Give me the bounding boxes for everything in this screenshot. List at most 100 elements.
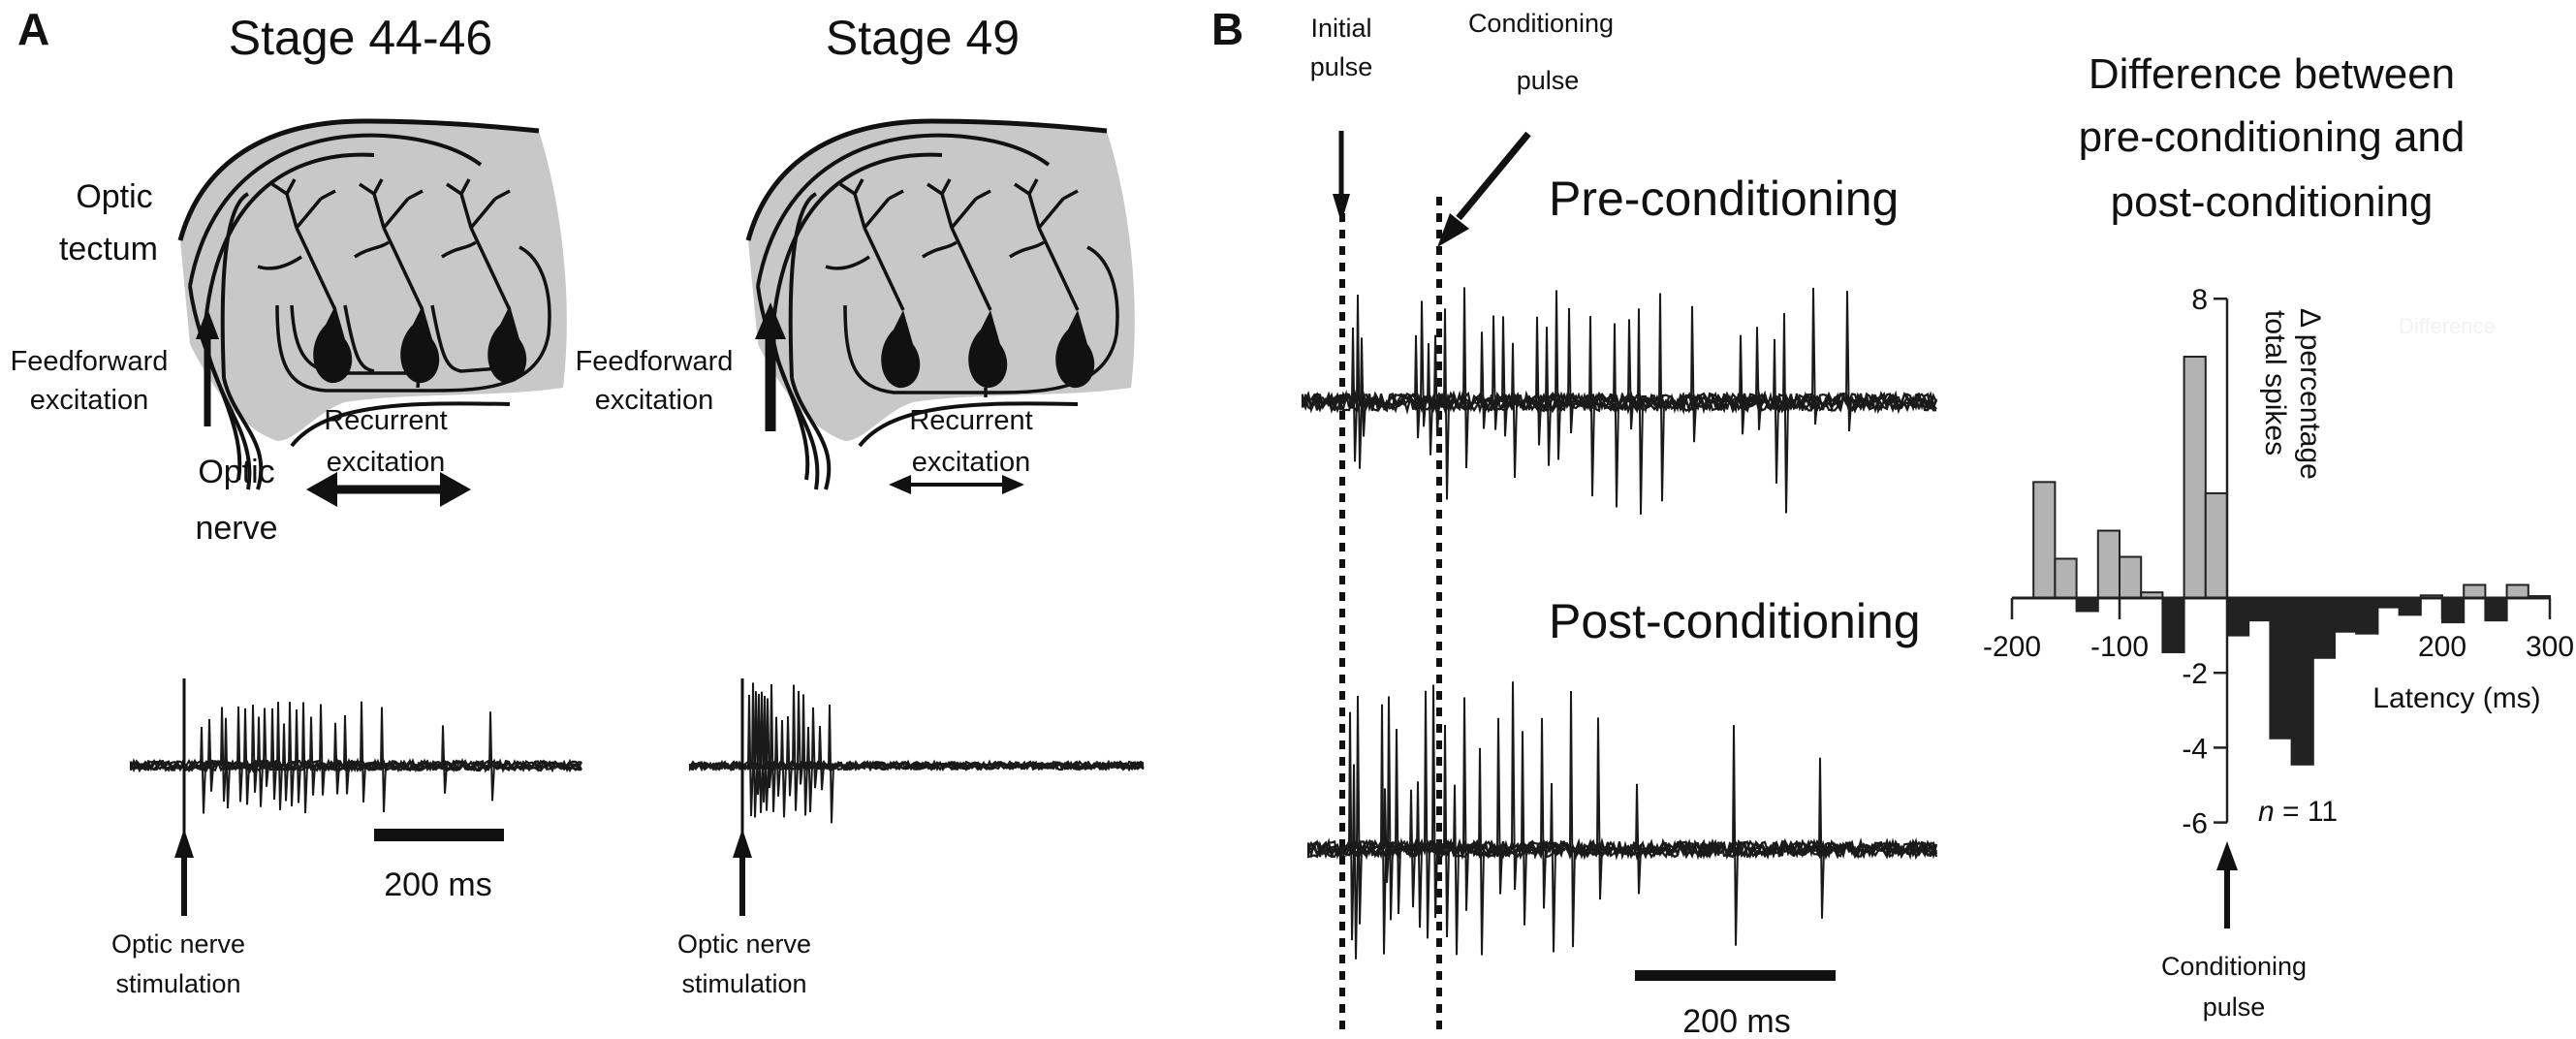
chart-title-line1: Difference between: [2089, 50, 2455, 98]
trace-b2-spike: [1431, 684, 1438, 919]
trace-b1-spike: [1535, 316, 1542, 446]
histogram-bar: [2096, 529, 2121, 600]
ghost-label: Difference: [2399, 314, 2496, 338]
trace-a1-spike: [257, 716, 264, 807]
trace-b1-spike: [1351, 327, 1358, 462]
chart-title-line2: pre-conditioning and: [2079, 113, 2466, 161]
y-tick-label: -4: [2182, 733, 2208, 765]
trace-a1-baseline: [129, 757, 582, 774]
histogram-bar: [2505, 583, 2529, 599]
trace-a2-spike: [780, 719, 787, 818]
chart-title-line3: post-conditioning: [2111, 178, 2434, 226]
x-tick-label: 300: [2526, 631, 2574, 663]
x-tick-label: -100: [2090, 631, 2149, 663]
trace-a1-spike: [263, 708, 269, 787]
trace-b2-spike: [1356, 696, 1363, 925]
initial-pulse-arrow-icon: [1333, 131, 1350, 223]
chart-arrow-label-line2: pulse: [2203, 992, 2266, 1022]
feedforward-arrow-icon: [755, 302, 786, 431]
stage-44-46-title: Stage 44-46: [229, 11, 492, 65]
trace-b1-spike: [1811, 287, 1818, 425]
trace-a1-spike: [251, 705, 258, 793]
trace-b2-spike: [1348, 711, 1355, 941]
n-annotation-value: = 11: [2275, 796, 2338, 828]
stage-49-title: Stage 49: [826, 11, 1020, 65]
trace-a2-spike: [786, 716, 793, 797]
tectum-diagram-stage-44-46: [177, 118, 567, 507]
trace-b1-spike: [1443, 308, 1450, 500]
trace-a2-spike: [766, 698, 772, 789]
trace-a2-spike: [797, 690, 803, 785]
feedforward-label-line2: excitation: [595, 385, 714, 416]
histogram-bar: [2032, 481, 2057, 599]
trace-b2-spike: [1380, 704, 1387, 955]
trace-b2-spike: [1383, 788, 1390, 883]
trace-a1-spike: [488, 711, 495, 802]
y-tick-label: -2: [2182, 658, 2208, 690]
optic-nerve-label-line2: nerve: [195, 510, 277, 547]
trace-b2-spike: [1352, 764, 1359, 960]
trace-a1-spike: [380, 707, 387, 813]
scale-bar-b-label: 200 ms: [1682, 1003, 1791, 1039]
initial-pulse-label-line1: Initial: [1310, 14, 1371, 43]
histogram-bar: [2290, 597, 2314, 766]
trace-b2-spike: [1511, 681, 1518, 891]
trace-stage-49: [688, 678, 1145, 853]
histogram-bar: [2398, 597, 2422, 616]
trace-a2-spike: [754, 691, 761, 795]
histogram-bar: [2463, 583, 2487, 599]
histogram-bar: [2054, 557, 2078, 599]
trace-b1-spike: [1739, 334, 1745, 435]
recurrent-label-line1: Recurrent: [324, 405, 447, 436]
trace-b2-spike: [1443, 724, 1450, 938]
trace-a1-spike: [441, 725, 448, 794]
trace-a2-spike: [818, 725, 825, 791]
trace-b1-spike: [1356, 294, 1363, 469]
scale-bar-a: [374, 829, 504, 841]
histogram-bar: [2161, 597, 2185, 653]
conditioning-pulse-label-line1: Conditioning: [1468, 9, 1614, 38]
trace-a2-spike: [828, 704, 834, 824]
neuron-somas: [313, 305, 527, 384]
stimulation-label-line2: stimulation: [681, 969, 806, 998]
histogram-bar: [2226, 597, 2250, 637]
trace-a1-spike: [301, 702, 308, 814]
optic-tectum-label-line1: Optic: [76, 178, 152, 215]
trace-a1-spike: [333, 722, 340, 795]
histogram-bar: [2119, 555, 2143, 599]
stimulation-label-line1: Optic nerve: [677, 929, 811, 959]
trace-b2-spike: [1569, 690, 1576, 948]
trace-b2-baseline: [1306, 836, 1938, 862]
feedforward-label-line2: excitation: [30, 385, 149, 416]
histogram-bar: [2075, 597, 2099, 613]
feedforward-label-line1: Feedforward: [11, 346, 169, 377]
trace-a1-spike: [207, 718, 214, 792]
y-tick-label: 8: [2191, 284, 2208, 316]
trace-b1-spike: [1511, 342, 1518, 479]
conditioning-pulse-label-line2: pulse: [1517, 66, 1580, 95]
panel-a-letter: A: [17, 4, 49, 54]
trace-b1-spike: [1462, 287, 1469, 468]
trace-b1-spike: [1755, 327, 1762, 430]
trace-b1-spike: [1567, 307, 1574, 434]
trace-a1-spike: [288, 702, 295, 807]
conditioning-pulse-arrow-icon: [1437, 131, 1531, 247]
histogram-bar: [2247, 597, 2272, 622]
histogram-bar: [2355, 597, 2379, 635]
trace-b1-spike: [1782, 313, 1789, 514]
trace-a2-spike: [751, 682, 758, 818]
tectum-region: [180, 121, 567, 441]
feedforward-label-line1: Feedforward: [576, 346, 734, 377]
stimulation-label-line1: Optic nerve: [111, 929, 245, 959]
trace-b2-spike: [1409, 789, 1416, 908]
trace-a2-spike: [811, 707, 818, 789]
trace-b1-spike: [1414, 334, 1421, 439]
stimulation-arrow-icon: [733, 829, 752, 916]
trace-b1-spike: [1845, 291, 1852, 431]
trace-a2-spike: [792, 684, 799, 811]
stimulation-label-line2: stimulation: [115, 969, 240, 998]
pre-conditioning-label: Pre-conditioning: [1549, 172, 1899, 226]
trace-stage-44-46: [129, 678, 582, 853]
